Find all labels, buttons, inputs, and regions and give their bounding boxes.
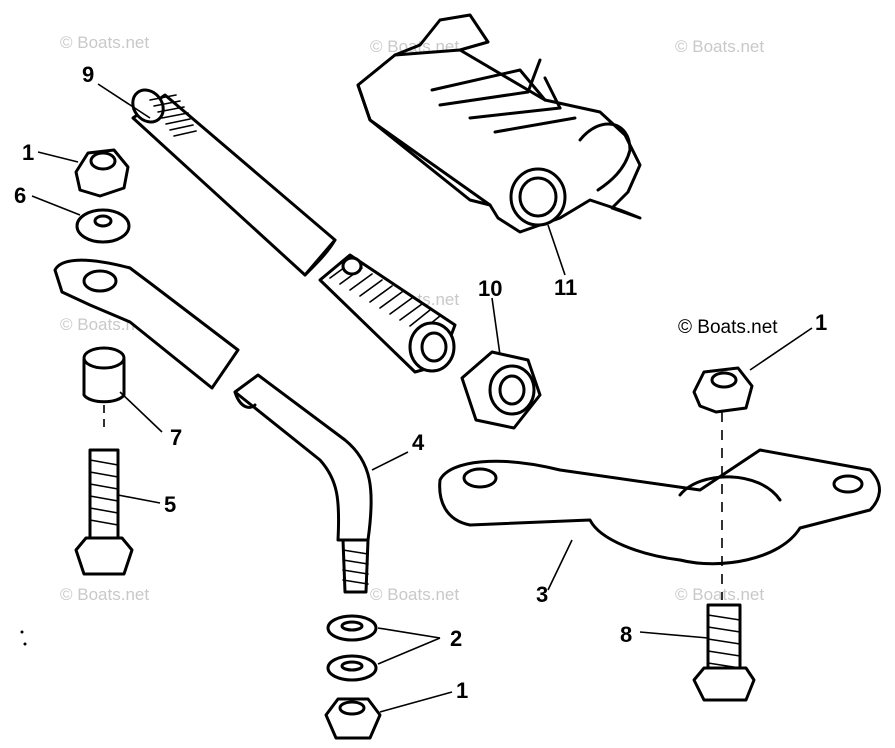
part-10-hex-nut — [460, 350, 542, 430]
watermark-6: © Boats.net — [60, 585, 149, 604]
watermark-dark: © Boats.net — [678, 317, 778, 338]
callout-2: 2 — [450, 626, 462, 651]
part-9-threaded-tube — [131, 88, 337, 277]
watermark-7: © Boats.net — [370, 585, 459, 604]
callout-labels: 9 1 6 7 5 4 10 11 1 3 8 2 1 — [14, 62, 827, 703]
watermark-1: © Boats.net — [60, 33, 149, 52]
watermark-3: © Boats.net — [675, 37, 764, 56]
callout-4: 4 — [412, 430, 425, 455]
callout-1-upper-left: 1 — [22, 140, 34, 165]
callout-1-right: 1 — [815, 310, 827, 335]
callout-7: 7 — [170, 425, 182, 450]
callout-6: 6 — [14, 183, 26, 208]
part-3-bracket — [438, 412, 881, 600]
callout-10: 10 — [478, 276, 502, 301]
part-5-bolt — [74, 448, 134, 576]
threaded-sleeve — [318, 253, 457, 374]
part-2-washers — [326, 614, 378, 682]
callout-8: 8 — [620, 622, 632, 647]
part-1-nut-bottom — [324, 697, 382, 740]
watermark-8: © Boats.net — [675, 585, 764, 604]
callout-3: 3 — [536, 582, 548, 607]
part-4-link-rod — [53, 258, 373, 594]
watermarks: © Boats.net © Boats.net © Boats.net © Bo… — [60, 33, 778, 604]
part-8-bolt — [692, 603, 756, 702]
part-11-clamp-block — [356, 13, 642, 234]
part-1-nut-upper-left — [74, 148, 130, 198]
callout-5: 5 — [164, 492, 176, 517]
part-1-nut-right — [692, 366, 754, 414]
part-7-spacer — [82, 346, 126, 432]
leader-lines — [31, 83, 813, 713]
stray-marks — [20, 630, 27, 646]
callout-11: 11 — [554, 275, 577, 300]
callout-1-bottom: 1 — [456, 678, 468, 703]
callout-9: 9 — [82, 62, 94, 87]
part-6-washer — [75, 208, 131, 244]
